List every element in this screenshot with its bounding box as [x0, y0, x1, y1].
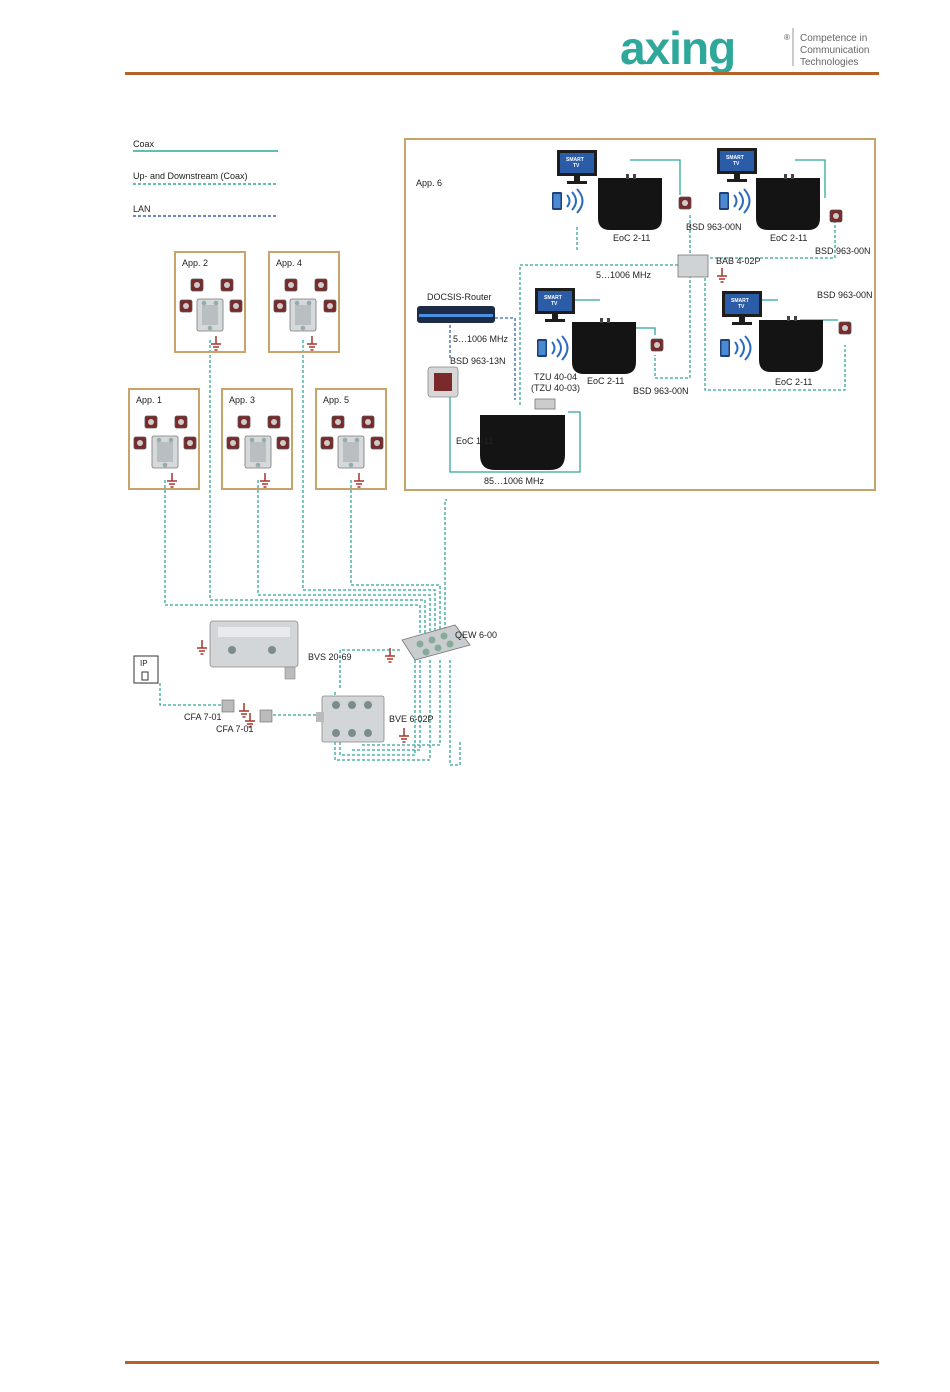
apartment-app1: App. 1 [128, 388, 200, 490]
bsd-963-13n-socket: BSD 963-13N [427, 356, 506, 398]
app6-label: App. 6 [416, 178, 442, 188]
bvs-label: BVS 20-69 [308, 652, 352, 662]
smart-tv-3-b: TV [551, 301, 558, 307]
apartment-app3: App. 3 [221, 388, 293, 490]
cfa-label-2: CFA 7-01 [216, 724, 254, 734]
eoc-client-3: SMART TV EoC 2-11 BSD 963-00N [535, 288, 689, 396]
legend: Coax Up- and Downstream (Coax) LAN [133, 139, 278, 217]
smart-tv-2-b: TV [733, 161, 740, 167]
eoc-client-2: SMART TV EoC 2-11 BSD 963-00N [717, 148, 871, 256]
smart-tv-1-b: TV [573, 163, 580, 169]
router-freq-label: 5…1006 MHz [453, 334, 509, 344]
eoc-master: EoC 1-11 85…1006 MHz [456, 415, 565, 486]
axing-logo: axing [620, 22, 735, 74]
app3-label: App. 3 [229, 395, 255, 405]
cfa-filter-1: CFA 7-01 [184, 699, 250, 722]
bsd-00n-label-3: BSD 963-00N [633, 386, 689, 396]
apartment-app4: App. 4 [268, 251, 340, 353]
header-rule [125, 72, 879, 75]
bsd-00n-label-2: BSD 963-00N [815, 246, 871, 256]
tagline-line-1: Competence in [800, 33, 867, 44]
tagline-line-3: Technologies [800, 57, 858, 68]
app1-label: App. 1 [136, 395, 162, 405]
tzu-splitter: TZU 40-04 (TZU 40-03) [531, 372, 580, 410]
app5-label: App. 5 [323, 395, 349, 405]
apartment-app2: App. 2 [174, 251, 246, 353]
bvs-amplifier: BVS 20-69 [196, 620, 352, 680]
qew-multiswitch: QEW 6-00 [384, 624, 497, 663]
bab-splitter: BAB 4-02P 5…1006 MHz [596, 254, 761, 283]
cfa-label-1: CFA 7-01 [184, 712, 222, 722]
bve-distributor: BVE 6-02P [316, 695, 434, 743]
eoc-client-3-label: EoC 2-11 [587, 376, 624, 386]
apartment-app5: App. 5 [315, 388, 387, 490]
bve-label: BVE 6-02P [389, 714, 434, 724]
tzu-label-a: TZU 40-04 [534, 372, 577, 382]
eoc-client-1: SMART TV EoC 2-11 BSD 963-00N [551, 150, 742, 243]
qew-label: QEW 6-00 [455, 630, 497, 640]
smart-tv-2-a: SMART [726, 155, 744, 161]
smart-tv-1-a: SMART [566, 157, 584, 163]
legend-updown-label: Up- and Downstream (Coax) [133, 171, 248, 181]
apartment-app6: App. 6 DOCSIS-Router 5 [404, 138, 876, 491]
freq-5-label: 5…1006 MHz [596, 270, 652, 280]
eoc-client-2-label: EoC 2-11 [770, 233, 807, 243]
registered-mark: ® [784, 33, 790, 42]
header: axing ® Competence in Communication Tech… [620, 22, 869, 74]
ip-feed: IP [133, 655, 159, 684]
bsd-00n-label-1: BSD 963-00N [686, 222, 742, 232]
smart-tv-4-b: TV [738, 304, 745, 310]
eoc-client-1-label: EoC 2-11 [613, 233, 650, 243]
footer-rule [125, 1361, 879, 1364]
smart-tv-3-a: SMART [544, 295, 562, 301]
router-label: DOCSIS-Router [427, 292, 492, 302]
docsis-router: DOCSIS-Router 5…1006 MHz [417, 292, 509, 344]
tagline-line-2: Communication [800, 45, 869, 56]
eoc-client-4: SMART TV EoC 2-11 BSD 963-00N [719, 290, 873, 387]
ip-label: IP [140, 659, 148, 668]
eoc-client-4-label: EoC 2-11 [775, 377, 812, 387]
smart-tv-4-a: SMART [731, 298, 749, 304]
bsd-13n-label: BSD 963-13N [450, 356, 506, 366]
dashed-coax-trunks [140, 340, 461, 766]
tzu-label-b: (TZU 40-03) [531, 383, 580, 393]
bsd-00n-label-4: BSD 963-00N [817, 290, 873, 300]
bab-label: BAB 4-02P [716, 256, 761, 266]
app4-label: App. 4 [276, 258, 302, 268]
legend-lan-label: LAN [133, 204, 151, 214]
cfa-filter-2: CFA 7-01 [216, 709, 273, 734]
app2-label: App. 2 [182, 258, 208, 268]
freq-85-label: 85…1006 MHz [484, 476, 545, 486]
legend-coax-label: Coax [133, 139, 155, 149]
eoc-master-label: EoC 1-11 [456, 436, 493, 446]
